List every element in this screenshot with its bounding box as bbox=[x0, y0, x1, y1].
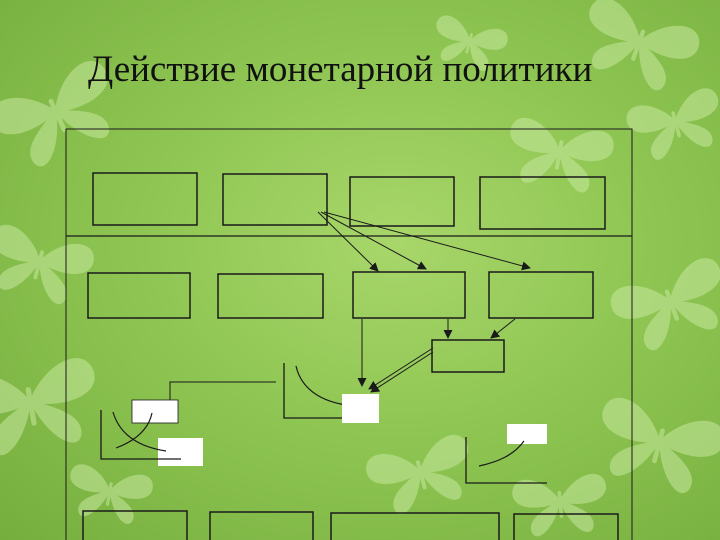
box-row3-1 bbox=[82, 510, 188, 540]
right-graph-curve bbox=[478, 440, 525, 467]
arrow-3 bbox=[323, 211, 531, 271]
center-graph-label bbox=[342, 394, 379, 423]
center-graph-axes bbox=[283, 363, 367, 419]
left-graph-label-bottom bbox=[158, 438, 203, 466]
right-graph-label bbox=[507, 424, 547, 444]
box-row3-4 bbox=[513, 513, 619, 540]
left-graph-label-top bbox=[131, 399, 179, 424]
box-row1-3 bbox=[349, 176, 455, 227]
box-row2-2 bbox=[217, 273, 324, 319]
arrow-2 bbox=[320, 211, 427, 270]
arrow-8 bbox=[370, 351, 434, 393]
box-row1-1 bbox=[92, 172, 198, 226]
box-row3-2 bbox=[209, 511, 314, 540]
box-row3-3 bbox=[330, 512, 500, 540]
arrow-1 bbox=[317, 211, 379, 272]
box-row1-4 bbox=[479, 176, 606, 230]
box-row2-3 bbox=[352, 271, 466, 319]
arrow-7 bbox=[368, 347, 434, 390]
left-graph-axes bbox=[100, 410, 181, 460]
box-row2-4 bbox=[488, 271, 594, 319]
arrow-9 bbox=[165, 381, 276, 413]
box-middle bbox=[431, 339, 505, 373]
box-row2-1 bbox=[87, 272, 191, 319]
left-graph-curve-2 bbox=[115, 412, 153, 449]
box-row1-2 bbox=[222, 173, 328, 226]
left-graph-curve-1 bbox=[112, 411, 167, 452]
slide-title: Действие монетарной политики bbox=[88, 49, 593, 90]
right-graph-axes bbox=[465, 437, 547, 484]
arrow-5 bbox=[490, 318, 516, 339]
diagram-frame bbox=[65, 128, 633, 540]
